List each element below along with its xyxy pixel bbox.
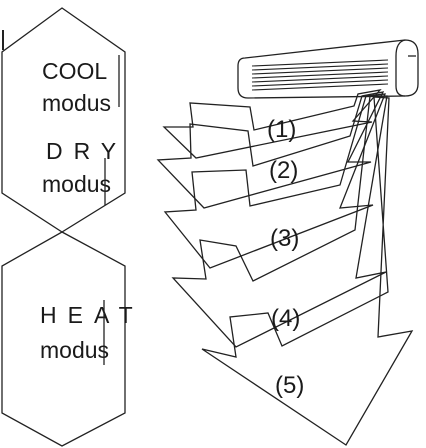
heat-mode-title: HEAT — [40, 302, 144, 328]
dry-mode-title: DRY — [46, 138, 127, 164]
position-label-5: (5) — [275, 372, 304, 399]
airflow-arrow-1 — [162, 89, 382, 159]
position-label-2: (2) — [269, 157, 298, 184]
position-label-3: (3) — [270, 225, 299, 252]
cool-dry-mode-outline — [1, 7, 126, 233]
position-label-4: (4) — [271, 305, 300, 332]
cool-mode-subtitle: modus — [42, 90, 111, 116]
dry-mode-subtitle: modus — [42, 171, 111, 197]
airflow-arrow-2 — [156, 91, 385, 209]
airflow-arrow-5 — [201, 96, 414, 446]
cool-mode-title: COOL — [42, 58, 107, 84]
air-conditioner-vent-grille — [251, 59, 389, 91]
airflow-arrow-3 — [163, 93, 386, 269]
air-conditioner-unit — [237, 39, 419, 99]
position-label-1: (1) — [267, 116, 296, 143]
heat-mode-outline — [1, 231, 126, 447]
heat-mode-subtitle: modus — [40, 337, 109, 363]
